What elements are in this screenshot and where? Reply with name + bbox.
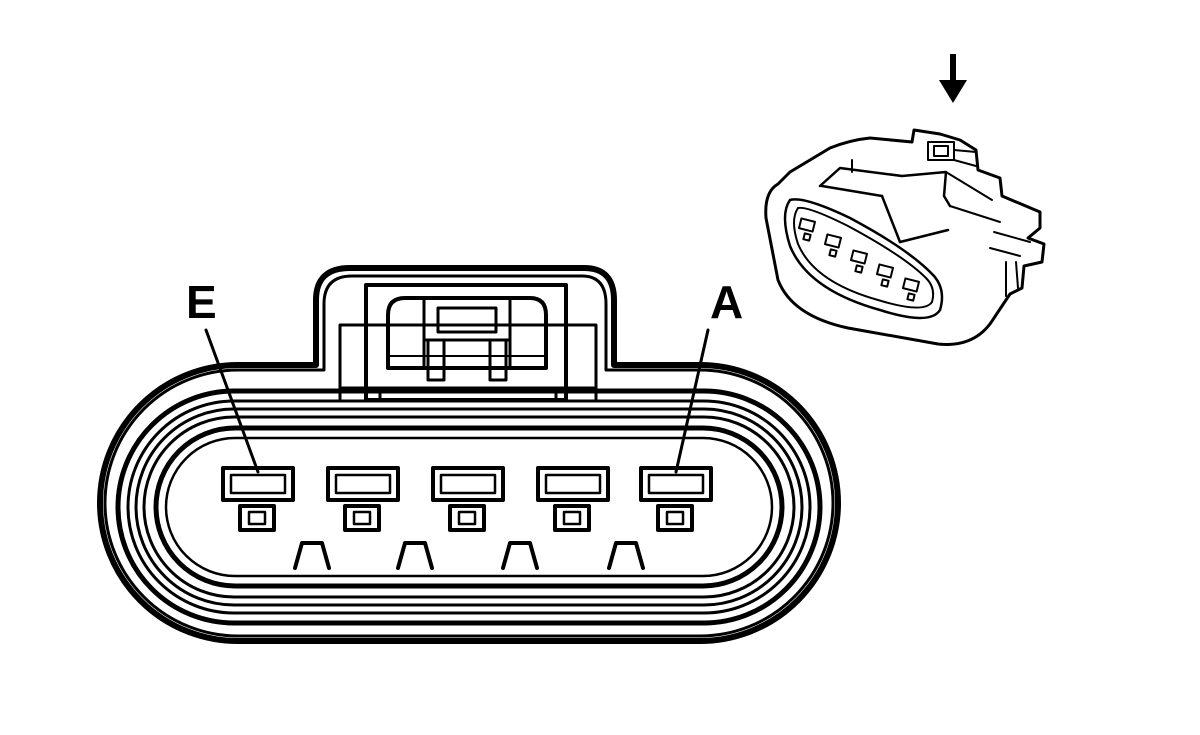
- terminal-cavities: [221, 466, 713, 532]
- cavity-outline: [153, 425, 785, 589]
- pin-label-e: E: [186, 276, 217, 328]
- iso-latch: [927, 141, 977, 167]
- seal-ring-4: [142, 415, 796, 599]
- terminal-e: [221, 466, 295, 532]
- connector-isometric-view: [764, 54, 1046, 346]
- iso-face-ring-inner: [793, 206, 935, 309]
- seal-ring-3: [134, 407, 804, 607]
- keying-bumps: [293, 541, 645, 570]
- iso-terminals: [797, 217, 921, 302]
- terminal-b: [536, 466, 610, 532]
- leader-line-e: [204, 328, 260, 474]
- connector-outer-shell: [97, 265, 841, 644]
- leader-line-a: [674, 328, 710, 474]
- pin-label-a: A: [710, 276, 743, 328]
- terminal-c: [431, 466, 505, 532]
- iso-top-housing: [818, 166, 952, 208]
- connector-shell-inner-line: [103, 274, 835, 638]
- cavity-inner: [164, 436, 774, 578]
- iso-face-ring-outer: [783, 198, 944, 320]
- terminal-d: [326, 466, 400, 532]
- iso-side-ribs: [989, 231, 1031, 297]
- iso-body-outline: [764, 128, 1046, 346]
- terminal-a: [639, 466, 713, 532]
- locking-latch: [338, 283, 598, 403]
- connector-face-view: E A: [97, 265, 841, 644]
- seal-ring-outer: [115, 388, 823, 626]
- arrow-down-icon: [939, 54, 967, 103]
